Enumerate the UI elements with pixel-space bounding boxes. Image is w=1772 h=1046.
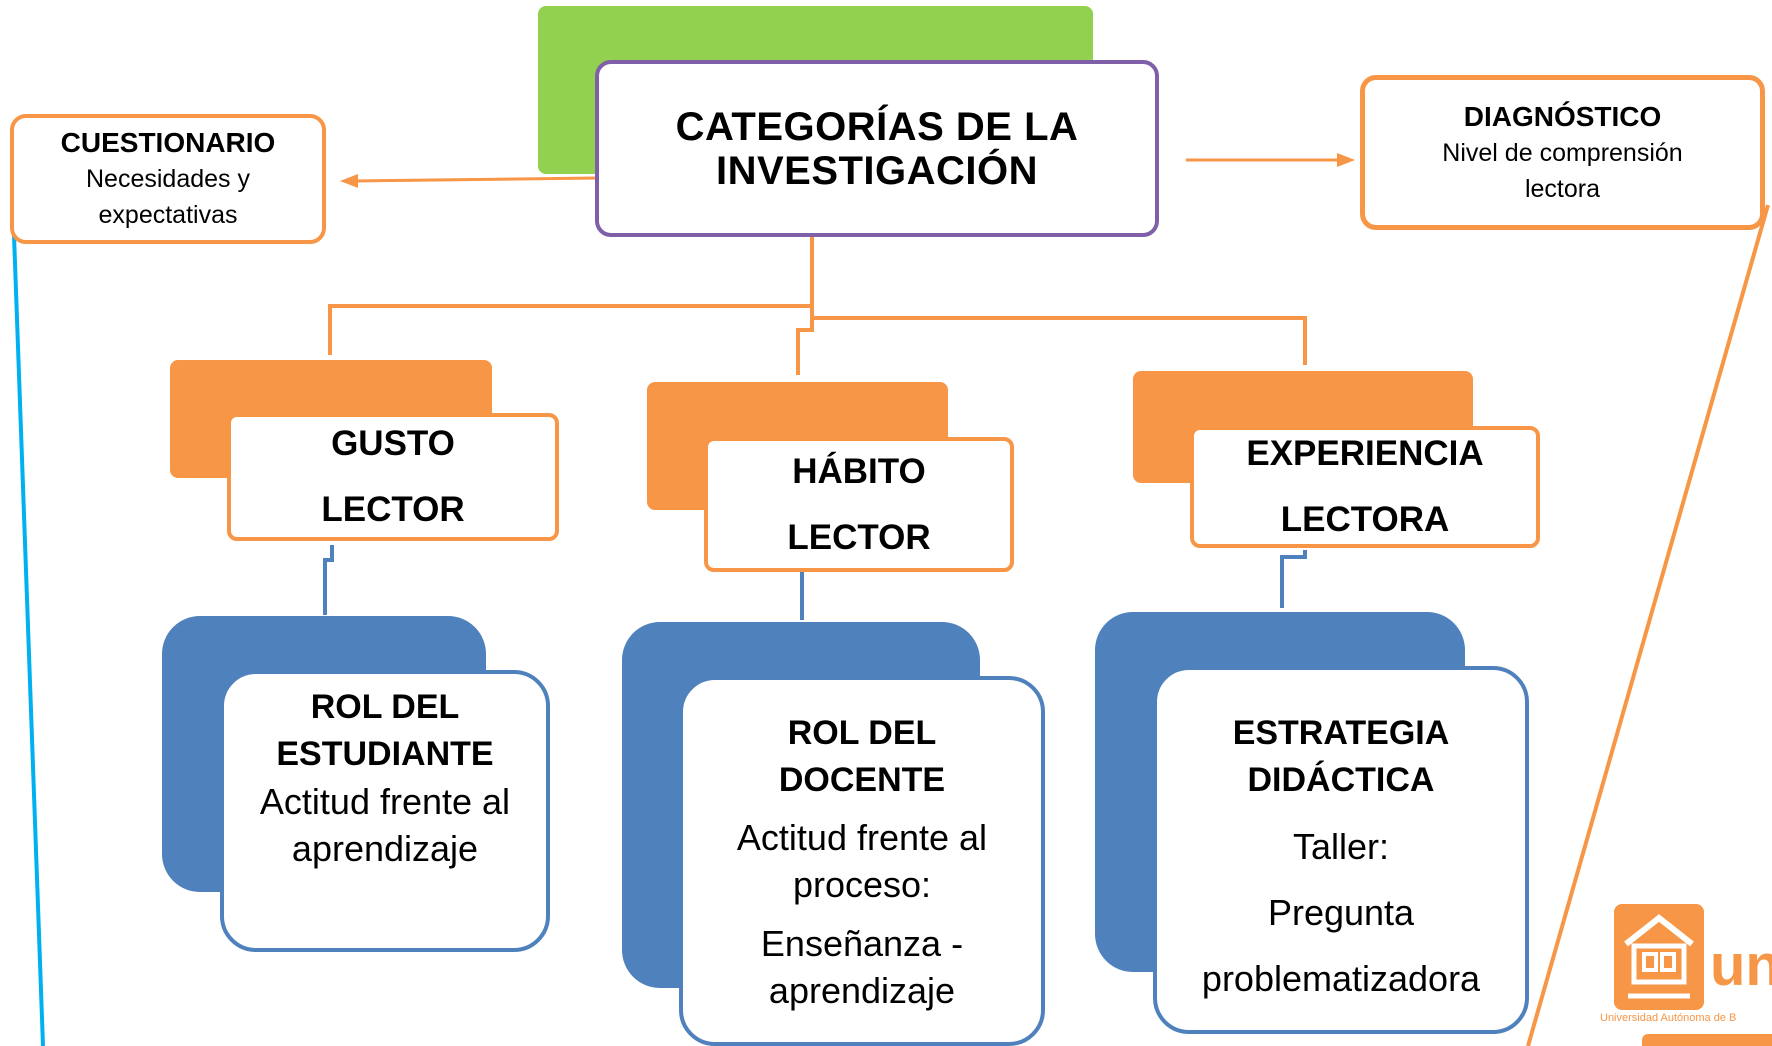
cuestionario-line-1: Necesidades y: [86, 165, 250, 193]
title-line-1: CATEGORÍAS DE LA: [675, 104, 1079, 149]
role-body-2: Pregunta: [1267, 892, 1415, 933]
right-decor-line: [1526, 204, 1770, 1046]
category-line-1: EXPERIENCIA: [1246, 434, 1484, 473]
category-line-1: HÁBITO: [792, 451, 926, 491]
role-body-1: Taller:: [1292, 826, 1390, 867]
role-heading-2: ESTUDIANTE: [276, 735, 494, 773]
left-decor-line: [12, 234, 45, 1046]
cuestionario-box: CUESTIONARIO Necesidades y expectativas: [10, 114, 326, 244]
role-heading-2: DIDÁCTICA: [1247, 761, 1435, 799]
role-estudiante-box: ROL DEL ESTUDIANTE Actitud frente al apr…: [220, 670, 550, 952]
tree-connector: [328, 236, 1307, 375]
role-body-1: Actitud frente al: [259, 781, 511, 822]
role-body-3: problematizadora: [1201, 958, 1481, 999]
role-heading-1: ROL DEL: [787, 714, 937, 752]
blue-connectors: [323, 545, 1307, 620]
role-docente-box: ROL DEL DOCENTE Actitud frente al proces…: [679, 676, 1045, 1046]
category-gusto-lector: GUSTO LECTOR: [227, 413, 559, 541]
university-logo-caption: Universidad Autónoma de B: [1600, 1012, 1737, 1024]
logo-bar: [1642, 1034, 1772, 1046]
role-body-4: aprendizaje: [768, 970, 956, 1011]
role-body-1: Actitud frente al: [736, 817, 988, 858]
category-line-2: LECTOR: [787, 517, 931, 557]
category-line-1: GUSTO: [331, 424, 455, 463]
arrowhead-left: [340, 174, 358, 188]
role-body-2: proceso:: [792, 864, 932, 905]
role-body-3: Enseñanza -: [760, 923, 964, 964]
role-heading-1: ROL DEL: [310, 688, 460, 726]
role-estrategia-box: ESTRATEGIA DIDÁCTICA Taller: Pregunta pr…: [1153, 666, 1529, 1034]
university-logo-text: un: [1710, 933, 1772, 998]
role-body-2: aprendizaje: [291, 828, 479, 869]
arrowhead-right: [1337, 153, 1355, 167]
role-heading-2: DOCENTE: [778, 761, 946, 799]
category-experiencia-lectora: EXPERIENCIA LECTORA: [1190, 426, 1540, 548]
role-heading-1: ESTRATEGIA: [1232, 714, 1450, 752]
category-line-2: LECTOR: [321, 490, 465, 529]
diagnostico-line-1: Nivel de comprensión: [1442, 138, 1683, 167]
cuestionario-heading: CUESTIONARIO: [60, 127, 276, 158]
diagnostico-line-2: lectora: [1524, 174, 1601, 203]
category-habito-lector: HÁBITO LECTOR: [704, 437, 1014, 572]
arrow-to-cuestionario: [354, 176, 599, 183]
title-box: CATEGORÍAS DE LA INVESTIGACIÓN: [595, 60, 1159, 237]
diagnostico-box: DIAGNÓSTICO Nivel de comprensión lectora: [1360, 75, 1765, 230]
university-logo-icon: [1614, 904, 1704, 1010]
cuestionario-line-2: expectativas: [98, 201, 238, 229]
diagnostico-heading: DIAGNÓSTICO: [1463, 100, 1662, 132]
category-line-2: LECTORA: [1280, 500, 1450, 539]
title-line-2: INVESTIGACIÓN: [715, 148, 1039, 193]
